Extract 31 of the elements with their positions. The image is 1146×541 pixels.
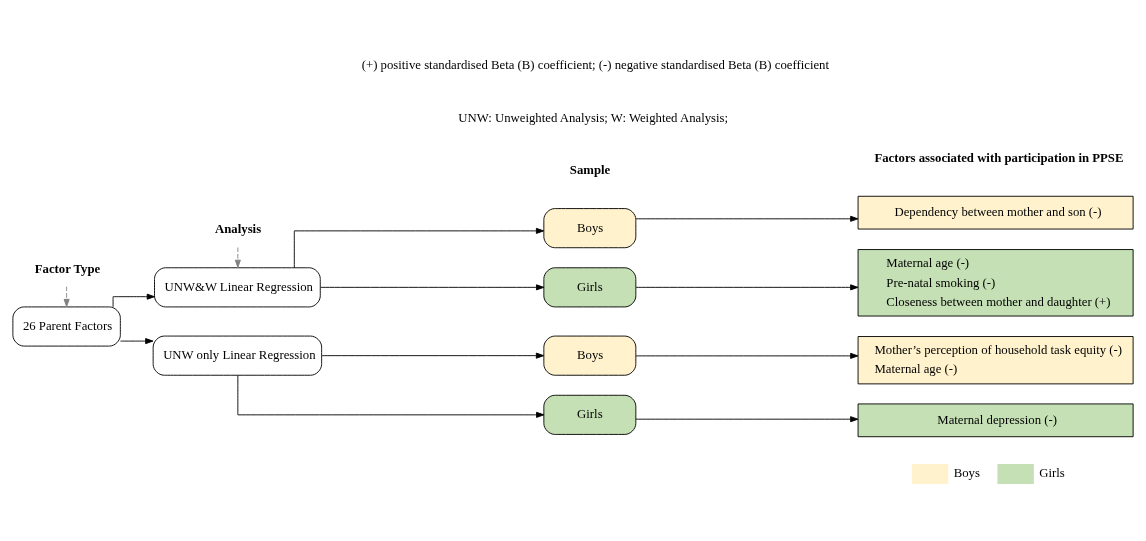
legend-label: Boys xyxy=(953,466,980,481)
arrow xyxy=(112,293,155,308)
arrow xyxy=(635,215,859,222)
node-box: Mother’s perception of household task equity (-) Maternal age (-) xyxy=(857,336,1134,385)
legend-label: Girls xyxy=(1039,466,1065,481)
arrow xyxy=(63,286,70,308)
node-box: Girls xyxy=(543,267,637,308)
arrow xyxy=(635,284,859,291)
node-text: Analysis xyxy=(215,222,262,237)
label: Sample xyxy=(569,163,611,178)
label: (+) positive standardised Beta (B) coefficient; (-) negative standardised Beta (B) coefficient xyxy=(361,58,830,73)
arrow xyxy=(293,227,545,269)
node-box: Maternal age (-) Pre-natal smoking (-) Closeness between mother and daughter (+) xyxy=(857,249,1134,317)
node-box: Girls xyxy=(543,394,637,435)
label: UNW: Unweighted Analysis; W: Weighted Analysis; xyxy=(458,111,729,126)
arrow xyxy=(119,338,154,345)
arrow xyxy=(320,284,545,291)
label: Factors associated with participation in PPSE xyxy=(874,151,1124,166)
node-box: Boys xyxy=(543,335,637,376)
node-box: UNW only Linear Regression xyxy=(152,335,323,376)
node-text: Factor Type xyxy=(34,261,101,276)
node-box: Maternal depression (-) xyxy=(857,403,1134,438)
node-box: 26 Parent Factors xyxy=(12,306,121,347)
node-box: UNW&W Linear Regression xyxy=(154,267,321,308)
arrow xyxy=(635,416,859,423)
node-box: Dependency between mother and son (-) xyxy=(857,195,1134,230)
arrow xyxy=(635,352,859,359)
arrow xyxy=(237,374,545,418)
node-box: Boys xyxy=(543,208,637,249)
arrow xyxy=(321,352,545,359)
arrow xyxy=(234,247,241,268)
